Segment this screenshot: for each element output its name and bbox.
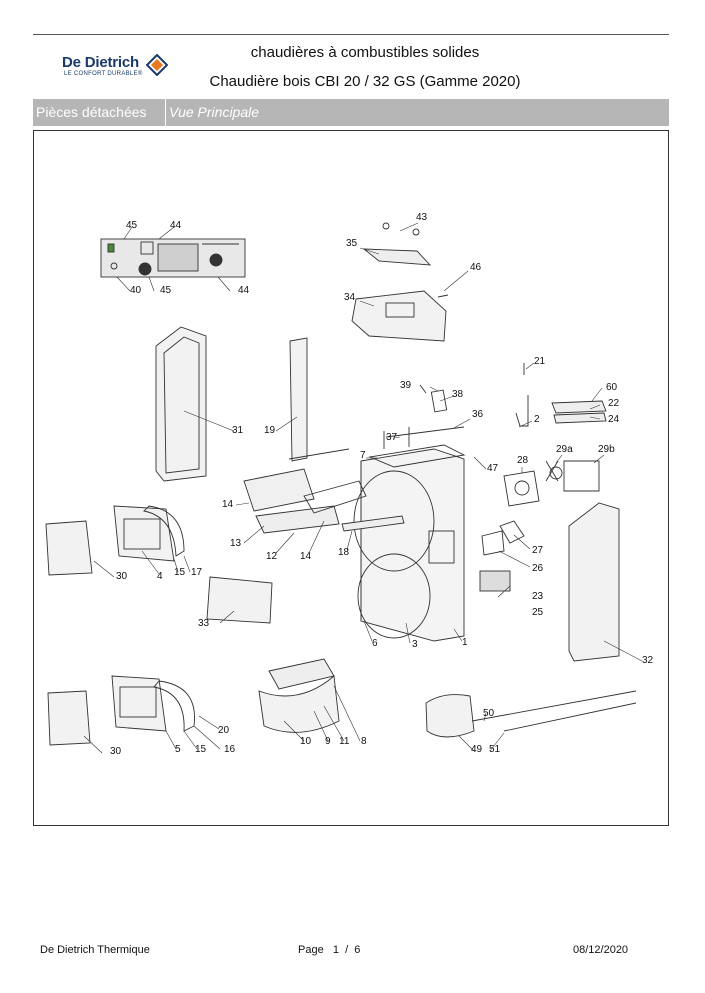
part-number: 36 bbox=[472, 409, 484, 420]
part-number: 39 bbox=[400, 380, 412, 391]
part-number: 1 bbox=[462, 637, 468, 648]
ash-pan-and-tools bbox=[425, 690, 637, 738]
part-number: 29a bbox=[556, 444, 573, 455]
part-number: 24 bbox=[608, 414, 620, 425]
part-number: 13 bbox=[230, 538, 242, 549]
part-number: 40 bbox=[130, 285, 142, 296]
part-number: 27 bbox=[532, 545, 544, 556]
lower-door-parts bbox=[47, 675, 196, 746]
bar-18 bbox=[341, 515, 405, 532]
part-number: 14 bbox=[300, 551, 312, 562]
part-number: 30 bbox=[110, 746, 122, 757]
brand-tagline: LE CONFORT DURABLE® bbox=[64, 71, 143, 77]
part-number: 17 bbox=[191, 567, 203, 578]
side-panel-32 bbox=[568, 502, 620, 662]
part-number: 28 bbox=[517, 455, 529, 466]
panel-33 bbox=[206, 576, 273, 624]
exploded-diagram: 43 35 46 34 45 44 40 45 44 21 39 38 60 2… bbox=[33, 130, 669, 826]
top-cover-parts bbox=[351, 222, 449, 342]
part-number: 15 bbox=[195, 744, 207, 755]
footer-page: Page 1 / 6 bbox=[298, 944, 361, 956]
front-door-4 bbox=[113, 505, 185, 562]
part-number: 2 bbox=[534, 414, 540, 425]
part-number: 37 bbox=[386, 432, 398, 443]
part-number: 38 bbox=[452, 389, 464, 400]
part-number: 45 bbox=[160, 285, 172, 296]
footer-date: 08/12/2020 bbox=[573, 944, 629, 956]
control-panel-part bbox=[100, 238, 246, 278]
part-number: 30 bbox=[116, 571, 128, 582]
part-number: 7 bbox=[360, 450, 366, 461]
part-number: 50 bbox=[483, 708, 495, 719]
part-number: 32 bbox=[642, 655, 654, 666]
part-number: 51 bbox=[489, 744, 501, 755]
brand-diamond-icon bbox=[146, 54, 168, 76]
part-number: 21 bbox=[534, 356, 546, 367]
part-number: 20 bbox=[218, 725, 230, 736]
part-number: 11 bbox=[339, 736, 350, 747]
part-number: 34 bbox=[344, 292, 356, 303]
page-title-product: Chaudière bois CBI 20 / 32 GS (Gamme 202… bbox=[209, 73, 521, 90]
part-number: 16 bbox=[224, 744, 236, 755]
section-label: Pièces détachées bbox=[33, 99, 166, 126]
part-number: 47 bbox=[487, 463, 499, 474]
ash-tray-parts bbox=[243, 448, 367, 534]
part-number: 10 bbox=[300, 736, 312, 747]
part-number: 33 bbox=[198, 618, 210, 629]
part-number: 23 bbox=[532, 591, 544, 602]
footer-company: De Dietrich Thermique bbox=[40, 944, 150, 956]
leader-lines bbox=[83, 222, 643, 754]
part-number: 44 bbox=[238, 285, 250, 296]
part-number: 9 bbox=[325, 736, 331, 747]
part-number: 31 bbox=[232, 425, 244, 436]
brand-logo: De Dietrich LE CONFORT DURABLE® bbox=[62, 54, 172, 80]
grate-parts bbox=[258, 658, 340, 733]
part-number: 35 bbox=[346, 238, 358, 249]
header-rule bbox=[33, 34, 669, 35]
part-number: 6 bbox=[372, 638, 378, 649]
section-bar: Pièces détachées Vue Principale bbox=[33, 99, 669, 126]
part-number: 22 bbox=[608, 398, 620, 409]
part-number: 44 bbox=[170, 220, 182, 231]
view-label: Vue Principale bbox=[169, 104, 260, 120]
part-number: 5 bbox=[175, 744, 181, 755]
part-number: 4 bbox=[157, 571, 163, 582]
part-number: 25 bbox=[532, 607, 544, 618]
small-parts-right bbox=[385, 363, 607, 592]
part-number: 49 bbox=[471, 744, 483, 755]
part-number: 45 bbox=[126, 220, 138, 231]
panel-30a bbox=[45, 520, 93, 576]
part-number: 14 bbox=[222, 499, 234, 510]
part-number: 29b bbox=[598, 444, 615, 455]
part-number: 12 bbox=[266, 551, 278, 562]
part-number: 3 bbox=[412, 639, 418, 650]
part-number: 19 bbox=[264, 425, 276, 436]
part-number: 43 bbox=[416, 212, 428, 223]
side-panel-31 bbox=[155, 326, 207, 482]
part-number: 60 bbox=[606, 382, 618, 393]
side-panel-19 bbox=[289, 337, 308, 462]
brand-name: De Dietrich bbox=[62, 54, 139, 71]
part-number: 18 bbox=[338, 547, 350, 558]
page-title-category: chaudières à combustibles solides bbox=[250, 44, 480, 61]
diagram-drawing bbox=[45, 222, 643, 754]
part-number: 26 bbox=[532, 563, 544, 574]
part-number: 46 bbox=[470, 262, 482, 273]
part-number: 8 bbox=[361, 736, 367, 747]
boiler-body bbox=[353, 427, 466, 642]
part-number: 15 bbox=[174, 567, 186, 578]
